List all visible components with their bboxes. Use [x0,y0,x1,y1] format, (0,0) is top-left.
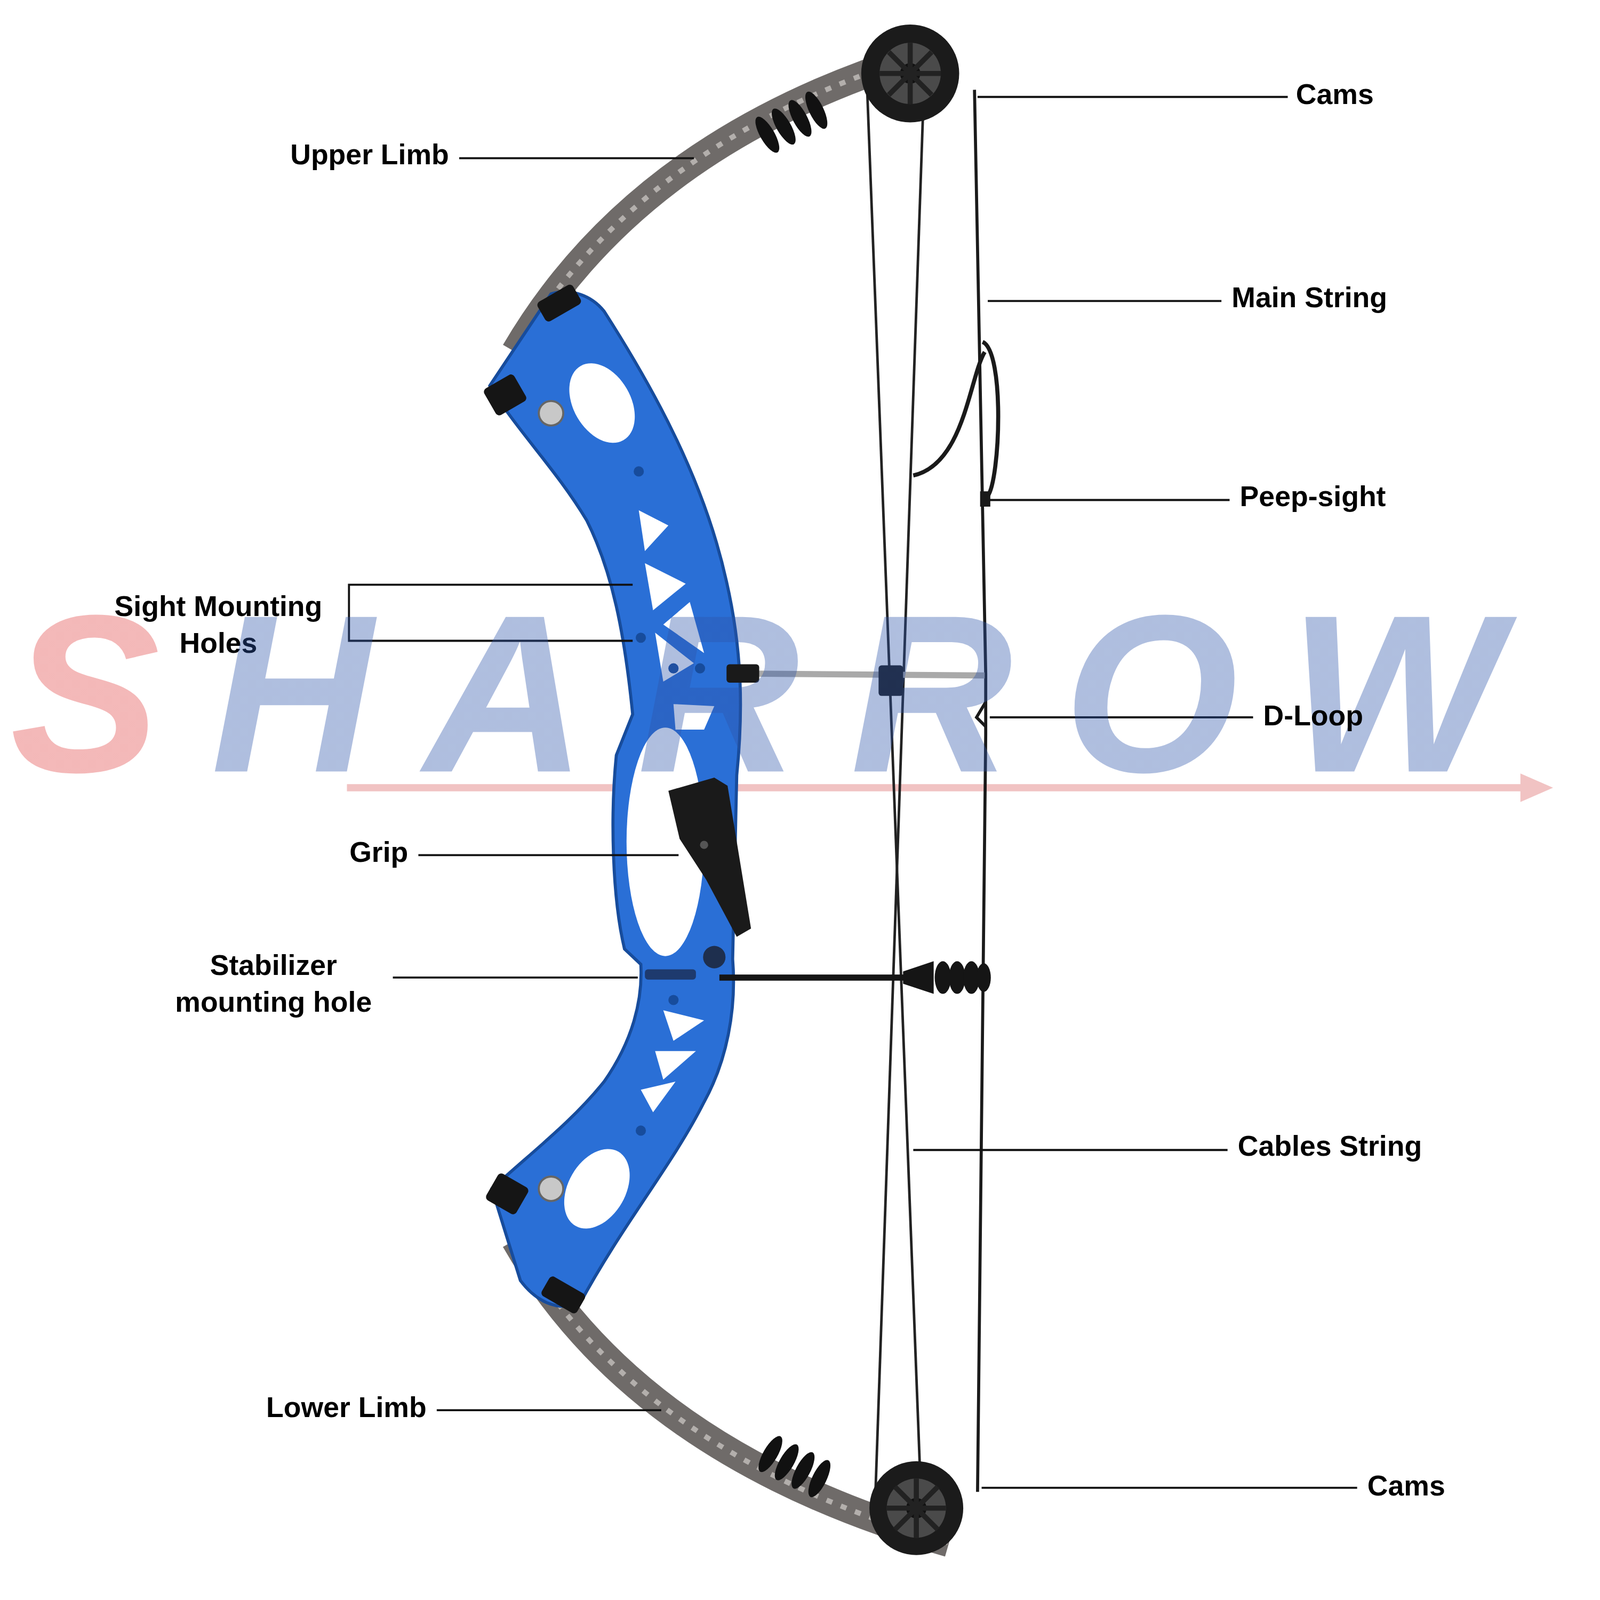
part-label: D-Loop [1263,697,1364,735]
part-label: Main String [1231,279,1388,317]
part-label: Cables String [1237,1128,1422,1166]
watermark: SHARROW [10,570,1552,818]
part-label: Upper Limb [290,136,450,174]
part-label: Cams [1367,1468,1446,1506]
part-label: Cams [1296,76,1374,114]
stabilizer [719,961,991,994]
part-label: Lower Limb [266,1389,427,1427]
part-label: Peep-sight [1240,478,1387,516]
part-label: Stabilizer mounting hole [150,947,396,1022]
part-label: Grip [349,834,408,872]
